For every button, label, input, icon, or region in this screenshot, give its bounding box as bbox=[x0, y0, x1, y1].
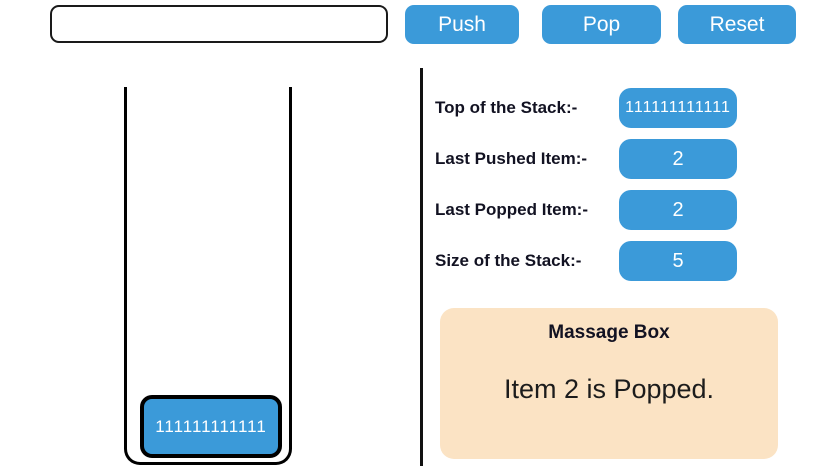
message-box: Massage Box Item 2 is Popped. bbox=[440, 308, 778, 459]
stack-value-input[interactable] bbox=[50, 5, 388, 43]
stack-size-label: Size of the Stack:- bbox=[435, 251, 582, 270]
message-box-text: Item 2 is Popped. bbox=[503, 374, 715, 404]
top-of-stack-value: 111111111111 bbox=[619, 88, 737, 128]
reset-button[interactable]: Reset bbox=[678, 5, 796, 44]
top-of-stack-label: Top of the Stack:- bbox=[435, 98, 578, 117]
stack-item: 111111111111 bbox=[140, 395, 282, 458]
vertical-divider bbox=[420, 68, 423, 466]
message-box-title: Massage Box bbox=[548, 322, 670, 343]
stack-size-value: 5 bbox=[619, 241, 737, 281]
last-pushed-value: 2 bbox=[619, 139, 737, 179]
last-popped-label: Last Popped Item:- bbox=[435, 200, 589, 219]
pop-button[interactable]: Pop bbox=[542, 5, 661, 44]
push-button[interactable]: Push bbox=[405, 5, 519, 44]
stack-item-value: 111111111111 bbox=[155, 416, 267, 436]
last-pushed-label: Last Pushed Item:- bbox=[435, 149, 588, 168]
stack-container bbox=[124, 87, 292, 465]
last-popped-value: 2 bbox=[619, 190, 737, 230]
